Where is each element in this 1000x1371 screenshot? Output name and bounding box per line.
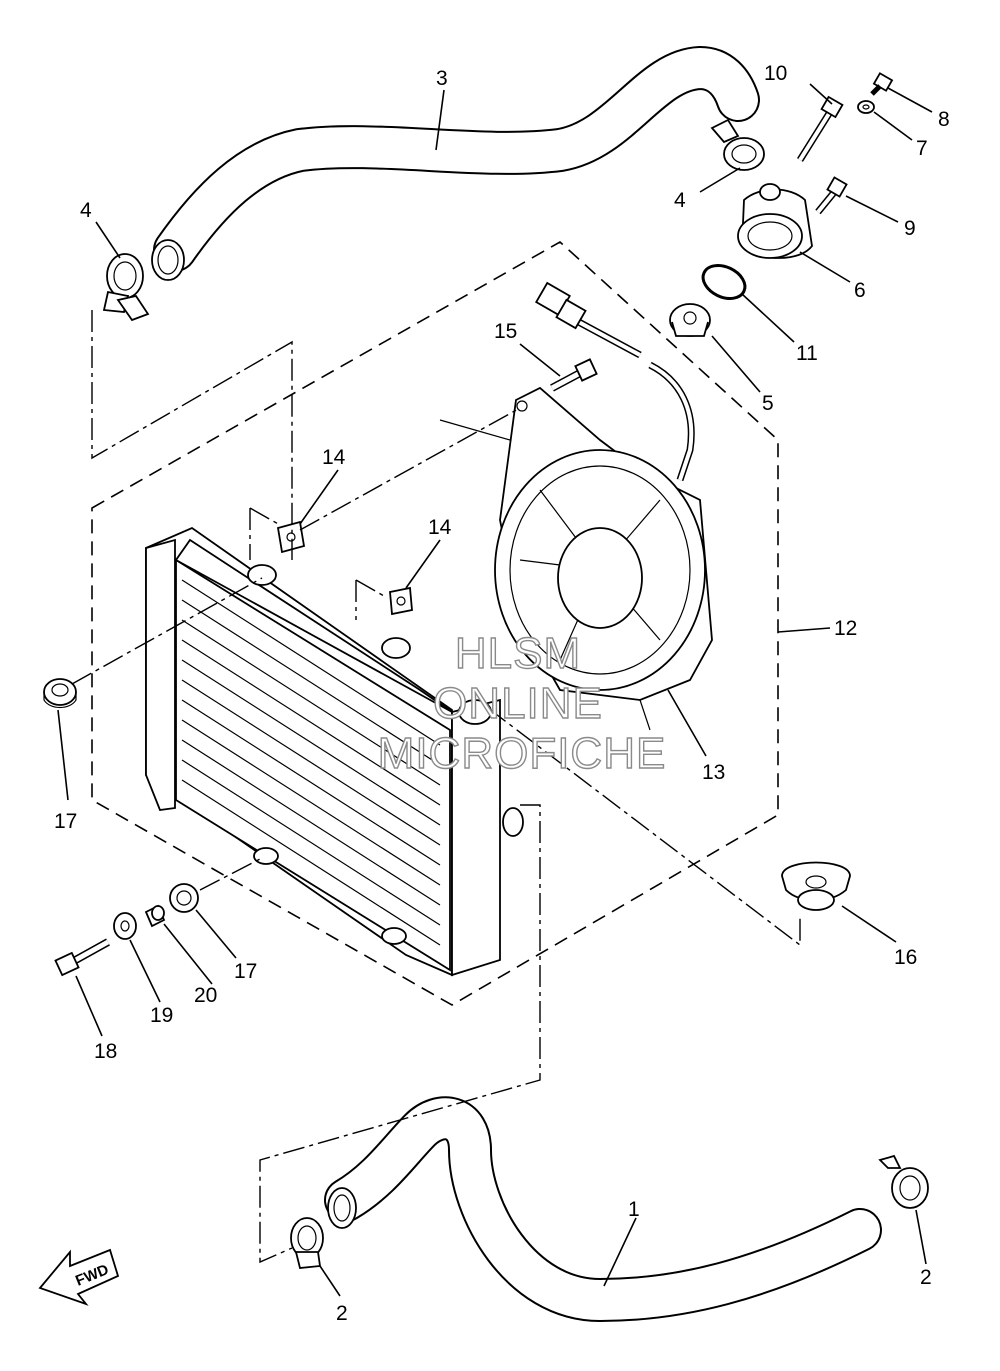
plate-washer[interactable] <box>113 912 137 940</box>
leader-lines <box>57 83 933 1297</box>
hose-clamp-right[interactable] <box>710 118 765 171</box>
radiator-cap[interactable] <box>781 861 851 911</box>
callout-17-upper: 17 <box>54 810 77 833</box>
callout-14-lower: 14 <box>428 516 452 539</box>
ref-line-clip-lower <box>355 579 385 620</box>
o-ring[interactable] <box>698 259 751 305</box>
thermostat-housing[interactable] <box>737 183 813 259</box>
ref-line-cap <box>487 707 801 947</box>
fan-wire-connector[interactable] <box>535 281 695 482</box>
hose-clamp-lower-left[interactable] <box>290 1217 324 1269</box>
ref-line-upper-hose <box>91 310 293 560</box>
assembly-boundary <box>91 241 779 1006</box>
callout-20: 20 <box>194 984 217 1007</box>
callout-17-lower: 17 <box>234 960 257 983</box>
callout-19: 19 <box>150 1004 173 1027</box>
ref-line-grommet <box>71 577 263 685</box>
lower-hose[interactable] <box>324 1096 882 1323</box>
ref-line-lower-grommet <box>199 857 263 891</box>
callout-5: 5 <box>762 392 774 415</box>
callout-15: 15 <box>494 320 517 343</box>
clip-upper[interactable] <box>276 520 306 554</box>
callout-1-upper-hose-3: 3 <box>436 67 448 90</box>
collar[interactable] <box>144 904 166 928</box>
callout-11: 11 <box>796 342 818 365</box>
watermark-line-2: ONLINE <box>433 679 603 728</box>
ref-line-fan-bolt <box>299 407 521 531</box>
hose-clamp-left[interactable] <box>102 253 150 322</box>
washer[interactable] <box>857 100 875 114</box>
cooling-fan[interactable] <box>439 386 713 731</box>
callout-14-upper: 14 <box>322 446 346 469</box>
callout-12: 12 <box>834 617 857 640</box>
radiator[interactable] <box>145 526 524 977</box>
callout-1: 1 <box>628 1198 640 1221</box>
callout-8: 8 <box>938 108 950 131</box>
callout-7: 7 <box>916 137 928 160</box>
grommet-lower[interactable] <box>169 883 199 913</box>
clip-lower[interactable] <box>389 586 413 616</box>
radiator-bolt[interactable] <box>54 938 110 977</box>
fan-mount-bolt[interactable] <box>550 358 598 392</box>
callout-9: 9 <box>904 217 916 240</box>
watermark-line-1: HLSM <box>455 629 581 678</box>
callout-labels: 3 4 4 10 8 7 9 6 11 5 15 14 14 12 13 17 … <box>54 62 950 1325</box>
ref-line-lower-hose <box>259 804 541 1264</box>
callout-2-right: 2 <box>920 1266 932 1289</box>
forward-direction-arrow: FWD <box>38 1248 120 1306</box>
callout-16: 16 <box>894 946 917 969</box>
callout-4-left: 4 <box>80 199 92 222</box>
grommet-upper[interactable] <box>43 678 77 709</box>
callout-4-right: 4 <box>674 189 686 212</box>
bolt-short[interactable] <box>815 176 848 215</box>
callout-2-left: 2 <box>336 1302 348 1325</box>
upper-hose[interactable] <box>151 45 760 281</box>
callout-10: 10 <box>764 62 787 85</box>
watermark: HLSM ONLINE MICROFICHE <box>377 628 667 778</box>
callout-13: 13 <box>702 761 725 784</box>
watermark-line-3: MICROFICHE <box>378 729 667 778</box>
ref-line-clip-upper <box>249 507 281 560</box>
callout-6: 6 <box>854 279 866 302</box>
hose-clamp-lower-right[interactable] <box>878 1154 929 1209</box>
bolt-long[interactable] <box>797 95 844 162</box>
callout-18: 18 <box>94 1040 117 1063</box>
thermostat[interactable] <box>669 303 711 337</box>
bolt-small[interactable] <box>870 72 894 96</box>
